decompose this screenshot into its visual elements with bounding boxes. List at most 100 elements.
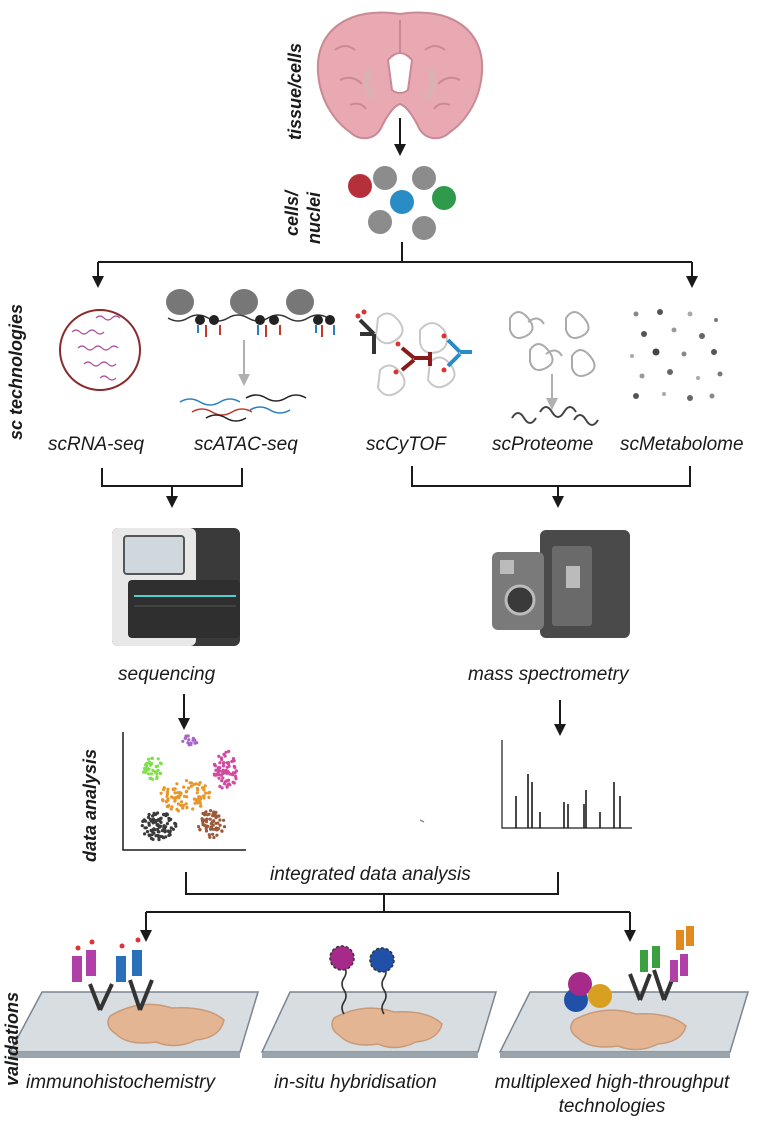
cluster-dot xyxy=(182,785,186,789)
cluster-dot xyxy=(225,784,229,788)
cluster-dot xyxy=(202,787,206,791)
cluster-dot xyxy=(187,786,191,790)
cluster-dot xyxy=(227,749,231,754)
cluster-dot xyxy=(179,803,183,808)
cluster-dot xyxy=(156,834,160,838)
cluster-dot xyxy=(222,825,227,829)
cluster-dot xyxy=(185,779,189,783)
label-cells: cells/ xyxy=(282,190,302,236)
cluster-dot xyxy=(191,738,195,742)
cluster-dot xyxy=(148,817,152,822)
cluster-dot xyxy=(220,786,224,790)
cluster-dot xyxy=(234,774,238,779)
cluster-dot xyxy=(146,772,151,776)
cluster-dot xyxy=(218,769,222,773)
cluster-dot xyxy=(155,818,159,823)
label-sccytof: scCyTOF xyxy=(366,434,446,455)
cluster-dot xyxy=(145,761,149,766)
cluster-dot xyxy=(147,833,151,837)
label-scmetabolome: scMetabolome xyxy=(620,434,744,455)
cluster-dot xyxy=(212,762,217,767)
cluster-dot xyxy=(164,800,168,804)
cluster-dot xyxy=(189,742,193,747)
cluster-dot xyxy=(155,764,160,768)
cluster-dot xyxy=(192,782,196,787)
cluster-dot xyxy=(165,822,169,826)
cluster-dot xyxy=(153,828,157,832)
cluster-dot xyxy=(150,829,154,834)
cluster-dot xyxy=(167,803,171,808)
cluster-dot xyxy=(221,764,226,768)
cluster-dot xyxy=(211,820,215,824)
cluster-dot xyxy=(165,812,169,817)
cluster-dot xyxy=(143,826,147,830)
label-in-situ-hybridisation: in-situ hybridisation xyxy=(274,1072,437,1093)
cluster-dot xyxy=(215,833,219,837)
cluster-dot xyxy=(185,805,189,810)
scrnaseq-icon xyxy=(59,309,141,391)
cluster-dot xyxy=(147,812,151,817)
label-immunohistochemistry: immunohistochemistry xyxy=(26,1072,215,1093)
cluster-dot xyxy=(204,810,208,814)
cluster-dot xyxy=(218,761,222,765)
cluster-dot xyxy=(161,787,166,792)
cluster-dot xyxy=(150,833,154,837)
cluster-dot xyxy=(211,832,215,836)
cluster-dot xyxy=(204,820,209,824)
cluster-dot xyxy=(215,772,219,776)
cluster-dot xyxy=(224,750,228,754)
cluster-dot xyxy=(212,835,216,840)
cluster-dot xyxy=(228,783,232,787)
cluster-dot xyxy=(150,762,154,766)
cluster-dot xyxy=(176,802,180,806)
cluster-dot xyxy=(181,803,186,808)
cluster-dot xyxy=(207,833,211,837)
cluster-dot xyxy=(218,823,222,827)
label-nuclei: nuclei xyxy=(304,191,324,244)
validation-slide-ish xyxy=(260,945,498,1058)
label-mass-spectrometry: mass spectrometry xyxy=(468,664,629,685)
label-scrnaseq: scRNA-seq xyxy=(48,434,145,455)
cluster-dot xyxy=(211,812,215,816)
cluster-dot xyxy=(150,756,154,761)
cluster-dot xyxy=(150,772,154,776)
brain-tissue-icon xyxy=(316,11,484,140)
cluster-dot xyxy=(158,761,162,765)
cluster-dot xyxy=(207,791,211,795)
cluster-dot xyxy=(154,834,158,838)
cluster-dot xyxy=(195,791,199,795)
cluster-dot xyxy=(220,758,224,762)
cluster-dot xyxy=(209,825,213,829)
cluster-dot xyxy=(231,759,235,763)
cluster-dot xyxy=(154,812,158,817)
cluster-dot xyxy=(195,786,199,791)
cluster-dot xyxy=(184,734,188,738)
cluster-dot xyxy=(168,830,172,834)
cluster-dot xyxy=(208,835,212,839)
label-scatacseq: scATAC-seq xyxy=(194,434,298,455)
mass-spectrum-plot xyxy=(419,740,632,829)
cluster-dot xyxy=(197,825,201,829)
label-integrated-data-analysis: integrated data analysis xyxy=(270,864,471,885)
cluster-dot xyxy=(149,836,154,841)
connector-integration xyxy=(140,872,636,942)
cluster-dot xyxy=(187,738,191,742)
cluster-dot xyxy=(165,794,169,798)
cluster-dot xyxy=(158,771,162,776)
cluster-dot xyxy=(153,770,157,774)
cluster-dot xyxy=(216,826,221,831)
label-data-analysis: data analysis xyxy=(80,748,100,862)
label-sequencing: sequencing xyxy=(118,664,216,685)
cluster-dot xyxy=(141,770,146,774)
cluster-dot xyxy=(159,791,163,795)
cluster-dot xyxy=(188,781,192,785)
label-multiplexed-high-throughput: multiplexed high-throughput xyxy=(494,1072,730,1093)
cluster-dot xyxy=(155,823,160,827)
cluster-dot xyxy=(185,789,189,794)
cluster-scatter-plot xyxy=(122,732,246,851)
cluster-dot xyxy=(193,741,197,745)
cluster-dot xyxy=(197,783,201,787)
cluster-dot xyxy=(181,806,185,810)
